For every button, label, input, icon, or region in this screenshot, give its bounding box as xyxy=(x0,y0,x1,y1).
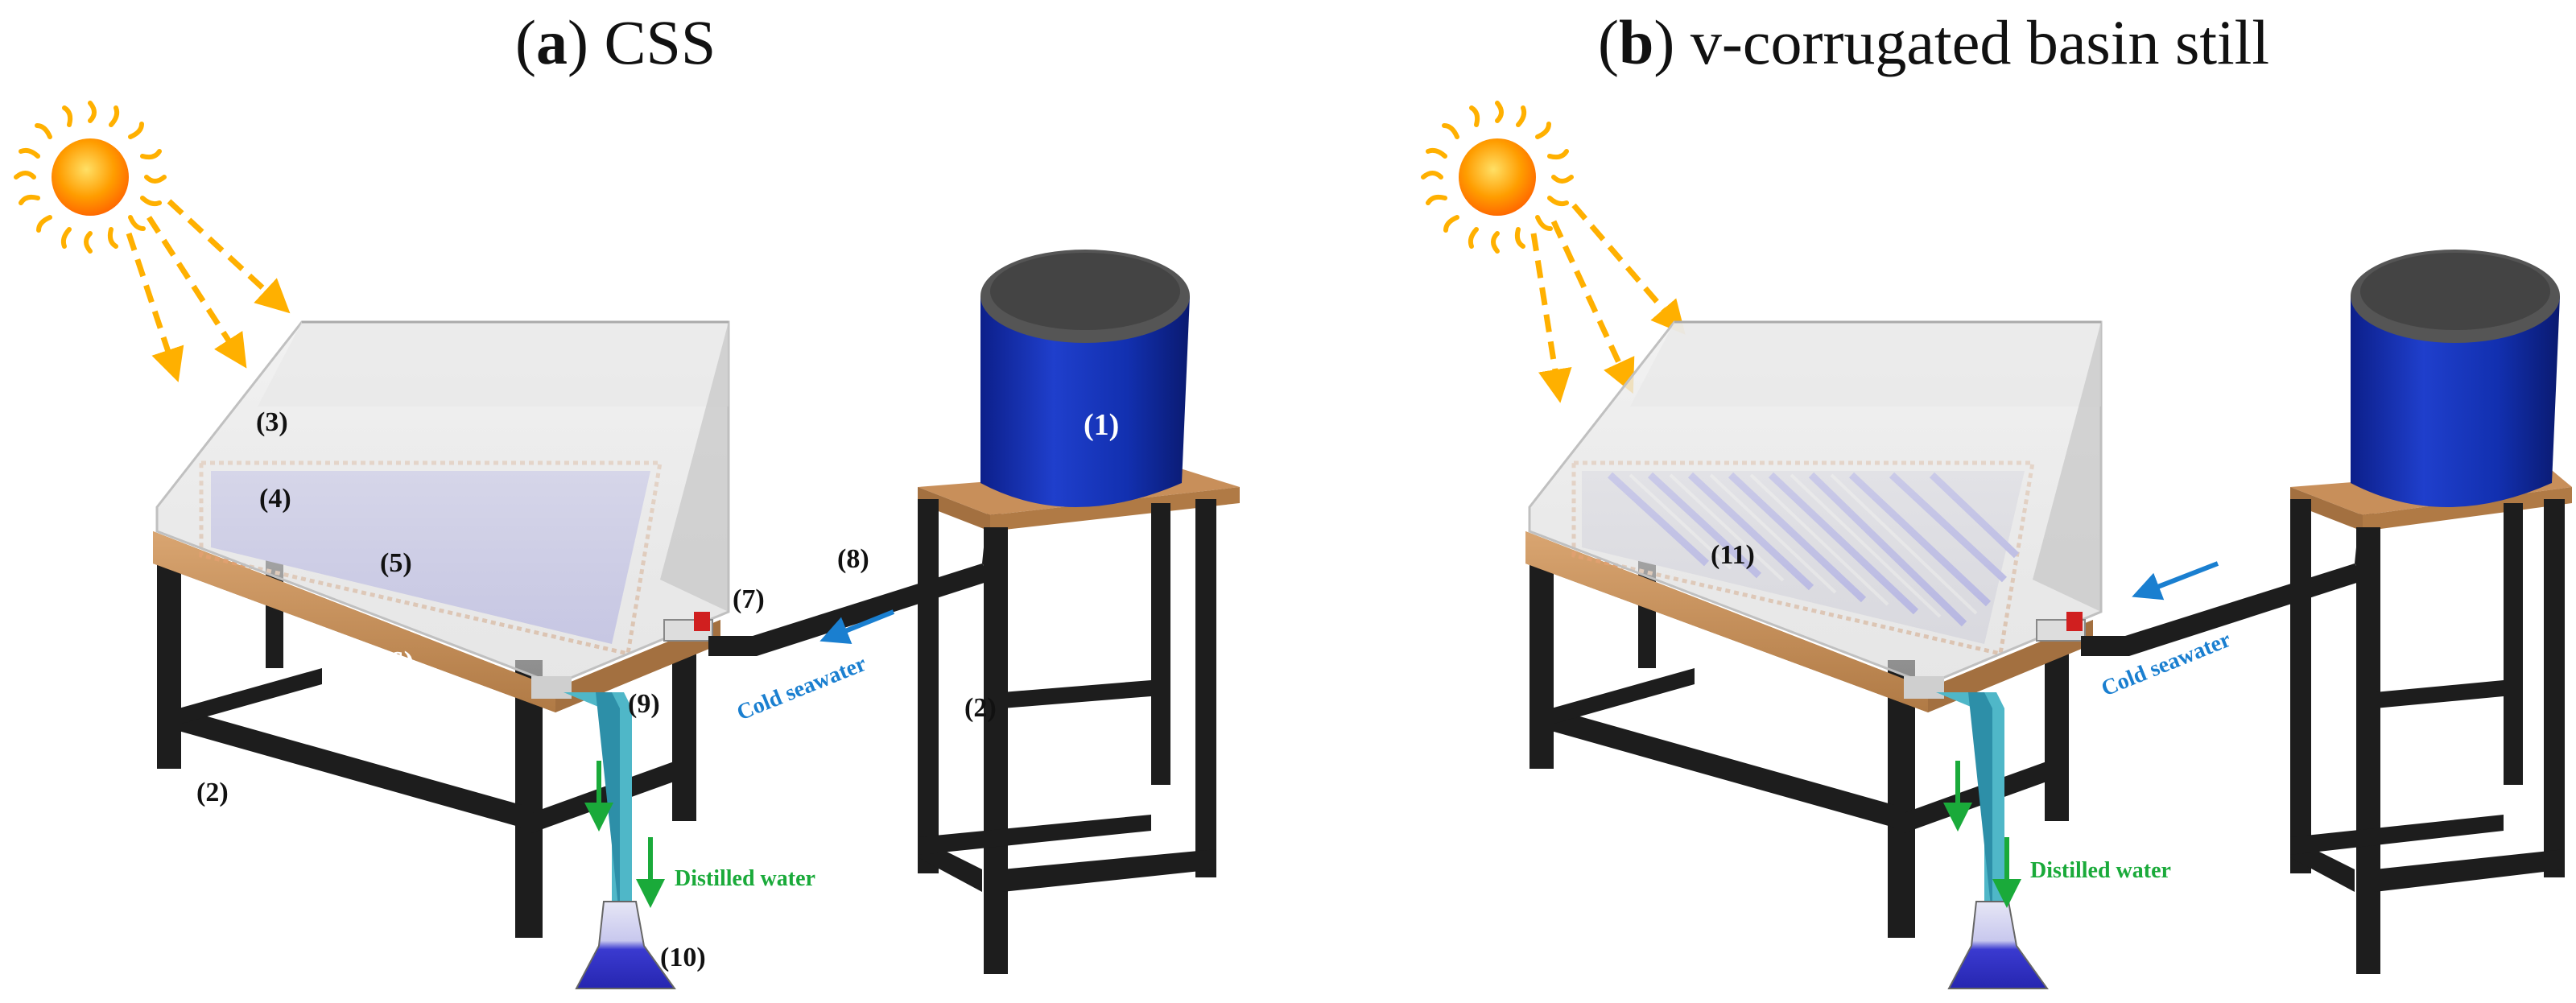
cold-seawater-label: Cold seawater xyxy=(733,651,870,726)
label-6: (6) xyxy=(378,646,414,679)
panel-b-title: (b) v-corrugated basin still xyxy=(1598,7,2269,77)
glass-cover xyxy=(1528,320,2103,686)
label-1: (1) xyxy=(1084,408,1119,442)
label-9: (9) xyxy=(628,689,660,719)
flask-icon xyxy=(1947,901,2049,989)
panel-a xyxy=(14,101,1240,989)
still-stand xyxy=(1530,555,2069,938)
distilled-water-label: Distilled water xyxy=(2030,858,2171,883)
tank-stand xyxy=(2290,467,2572,974)
panel-b-labels: (11) xyxy=(1711,540,1755,570)
distilled-water-label: Distilled water xyxy=(675,866,815,891)
label-4: (4) xyxy=(259,484,291,514)
seawater-arrow xyxy=(2132,561,2219,601)
wood-insulation xyxy=(1525,531,1928,712)
label-8: (8) xyxy=(837,544,869,574)
tank-stand xyxy=(918,467,1240,974)
label-3: (3) xyxy=(256,407,288,437)
valve-icon xyxy=(694,612,710,631)
seawater-arrow xyxy=(819,609,895,645)
label-7: (7) xyxy=(733,584,765,614)
glass-cover xyxy=(155,320,730,686)
label-5: (5) xyxy=(380,548,412,578)
panel-a-labels: (1) (2) (2) (3) (4) (5) (6) (7) (8) (9) … xyxy=(196,407,1119,972)
sun-rays xyxy=(126,199,291,382)
water-tank-icon xyxy=(2351,250,2560,507)
still-stand xyxy=(157,555,696,938)
distillate-pipe xyxy=(1904,676,2004,922)
label-11: (11) xyxy=(1711,540,1755,570)
label-2-still: (2) xyxy=(196,778,229,807)
sun-rays xyxy=(1530,203,1686,403)
water-tank-icon xyxy=(980,250,1190,507)
sun-icon xyxy=(14,101,167,254)
valve-icon xyxy=(2066,612,2083,631)
sun-icon xyxy=(1421,101,1574,254)
label-10: (10) xyxy=(660,943,706,972)
panel-b xyxy=(1421,101,2572,989)
label-2-tank: (2) xyxy=(964,693,997,723)
panel-a-title: (a) CSS xyxy=(515,7,716,77)
